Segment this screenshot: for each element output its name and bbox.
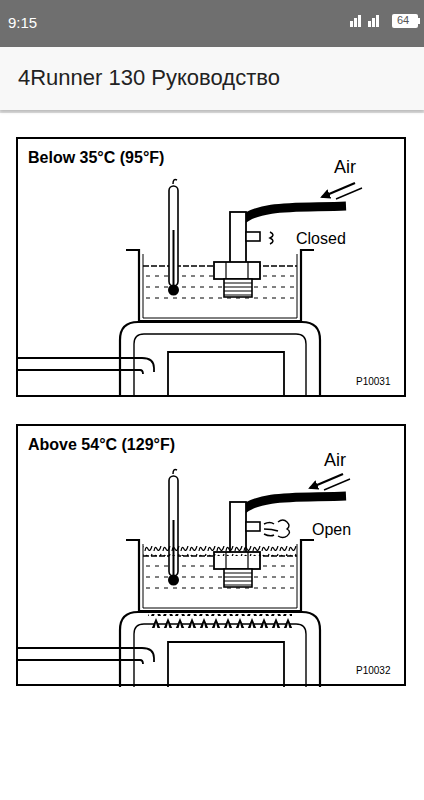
figure-number: P10031 (356, 376, 390, 388)
appbar-shadow (0, 110, 424, 113)
air-label: Air (324, 450, 346, 471)
app-title: 4Runner 130 Руководство (18, 65, 280, 90)
valve-state: Open (312, 521, 351, 539)
status-bar (0, 0, 424, 47)
valve-test-cold (18, 180, 362, 398)
valve-test-hot (18, 470, 350, 688)
clock: 9:15 (8, 14, 37, 31)
figure-panel: Below 35°C (95°F) AirClosedP10031 (16, 137, 406, 397)
app-bar: 4Runner 130 Руководство (0, 47, 424, 110)
valve-state: Closed (296, 230, 346, 248)
air-label: Air (334, 157, 356, 178)
signal-icons (350, 14, 420, 28)
figure-number: P10032 (356, 665, 390, 677)
figure-panel: Above 54°C (129°F) AirOpenP10032 (16, 424, 406, 686)
panel-heading: Above 54°C (129°F) (28, 436, 175, 454)
battery-level: 64 (397, 14, 409, 27)
panel-heading: Below 35°C (95°F) (28, 149, 164, 167)
